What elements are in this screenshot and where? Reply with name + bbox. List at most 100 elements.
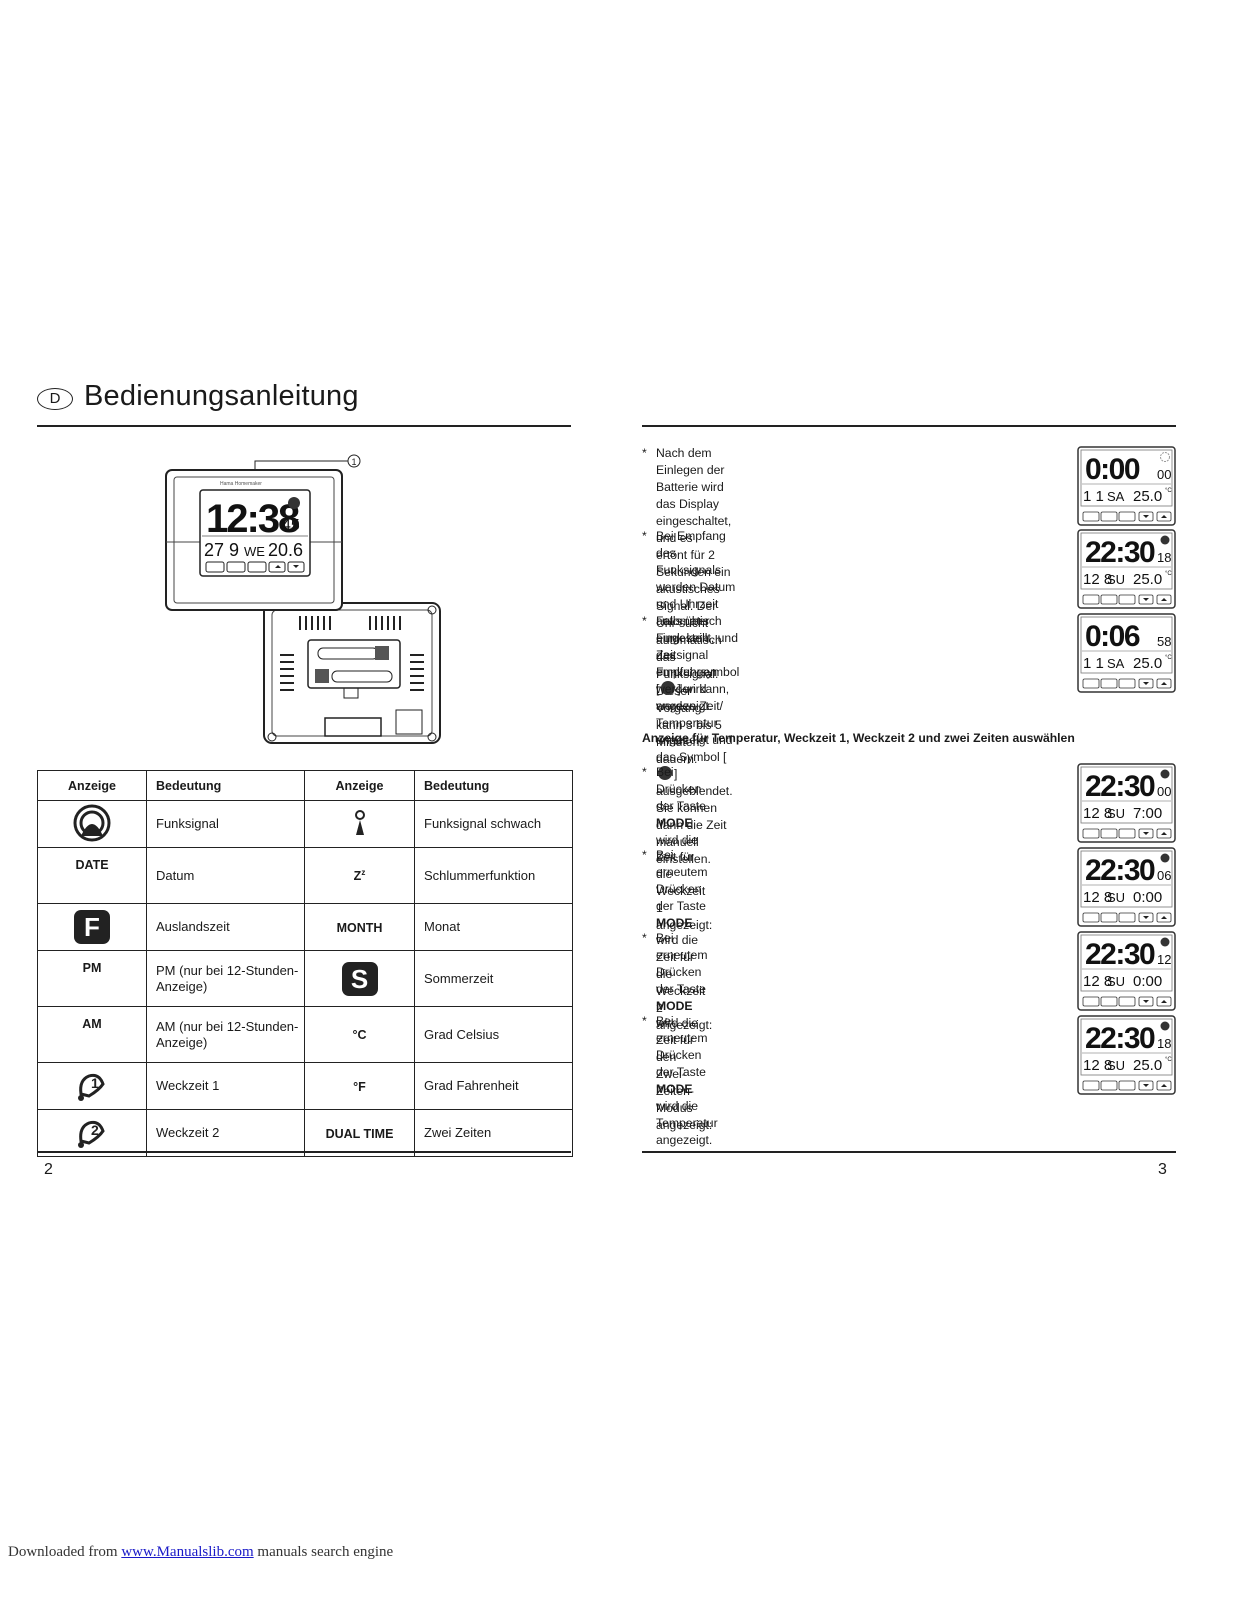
lcd-button: [1156, 1080, 1172, 1091]
lcd-time: 22:30: [1085, 770, 1155, 803]
meaning-cell: Funksignal schwach: [414, 800, 573, 848]
download-footer: Downloaded from www.Manualslib.com manua…: [8, 1544, 394, 1560]
radio-signal-icon: [1160, 937, 1170, 947]
meaning-cell: Zwei Zeiten: [414, 1109, 573, 1157]
lcd-value: 7:00: [1133, 805, 1162, 822]
radio-signal-icon: [1160, 1021, 1170, 1031]
meaning-cell: Sommerzeit: [414, 950, 573, 1007]
lcd-time: 22:30: [1085, 536, 1155, 569]
symbol-table: Anzeige Bedeutung Anzeige Bedeutung Funk…: [37, 770, 573, 1157]
meaning-cell: Auslandszeit: [146, 903, 305, 951]
lcd-weekday: SU: [1107, 974, 1125, 989]
lcd-unit: °C: [1165, 571, 1172, 577]
lcd-weekday: SU: [1107, 806, 1125, 821]
meaning-cell: AM (nur bei 12-Stunden-Anzeige): [146, 1006, 305, 1063]
lcd-unit: °C: [1165, 488, 1172, 494]
clock-illustration: Hama Homemaker 12:38 45 27 9 WE 20.6 1: [165, 454, 441, 744]
clock-front-view: Hama Homemaker 12:38 45 27 9 WE 20.6: [165, 469, 343, 611]
snooze-icon: Zz: [353, 867, 366, 884]
lcd-value: 0:00: [1133, 973, 1162, 990]
lcd-value: 25.0: [1133, 1057, 1162, 1074]
lcd-time: 22:30: [1085, 1022, 1155, 1055]
symbol-text: °F: [353, 1079, 366, 1094]
page-number: 2: [44, 1161, 53, 1178]
lcd-date: 1 1: [1083, 655, 1104, 672]
svg-text:1: 1: [91, 1075, 99, 1091]
meaning-cell: Grad Celsius: [414, 1006, 573, 1063]
lcd-button: [1118, 996, 1136, 1007]
lcd-button: [1082, 594, 1100, 605]
foreign-time-icon: F: [74, 910, 110, 944]
page-title: Bedienungsanleitung: [84, 380, 359, 412]
clock-seconds: 45: [282, 517, 300, 534]
lcd-time: 0:00: [1085, 453, 1140, 486]
clock-time: 12:38: [206, 497, 300, 541]
meaning-cell: Schlummerfunktion: [414, 847, 573, 904]
lcd-date: 12 8: [1083, 1057, 1112, 1074]
lcd-button: [1138, 912, 1154, 923]
lcd-button: [1082, 511, 1100, 522]
table-row: 1 Weckzeit 1 °F Grad Fahrenheit: [37, 1062, 573, 1110]
meaning-cell: Weckzeit 1: [146, 1062, 305, 1110]
divider: [37, 425, 571, 427]
table-row: DATE Datum Zz Schlummerfunktion: [37, 847, 573, 904]
clock-back-view: [263, 602, 441, 744]
lcd-button: [1100, 996, 1118, 1007]
lcd-date: 12 8: [1083, 805, 1112, 822]
lcd-value: 0:00: [1133, 889, 1162, 906]
lcd-weekday: SA: [1107, 656, 1125, 671]
table-row: AM AM (nur bei 12-Stunden-Anzeige) °C Gr…: [37, 1006, 573, 1063]
lcd-time: 22:30: [1085, 854, 1155, 887]
lcd-unit: °C: [1165, 655, 1172, 661]
lcd-button: [1118, 678, 1136, 689]
lcd-button: [1100, 912, 1118, 923]
symbol-text: °C: [352, 1028, 367, 1042]
radio-signal-icon: [1160, 769, 1170, 779]
lcd-value: 25.0: [1133, 655, 1162, 672]
lcd-time: 0:06: [1085, 620, 1140, 653]
lcd-unit: °C: [1165, 1057, 1172, 1063]
radio-signal-icon: [1160, 853, 1170, 863]
lcd-weekday: SA: [1107, 489, 1125, 504]
symbol-text: AM: [82, 1017, 102, 1031]
radio-signal-icon: [661, 681, 676, 695]
lcd-button: [1118, 511, 1136, 522]
symbol-text: DATE: [75, 858, 109, 872]
table-row: F Auslandszeit MONTH Monat: [37, 903, 573, 951]
lcd-button: [1138, 678, 1154, 689]
lcd-button: [1118, 912, 1136, 923]
clock-temperature: 20.6: [268, 540, 303, 560]
meaning-cell: Grad Fahrenheit: [414, 1062, 573, 1110]
lcd-button: [1100, 828, 1118, 839]
lcd-button: [1138, 594, 1154, 605]
column-header: Bedeutung: [414, 770, 573, 801]
lcd-time: 22:30: [1085, 938, 1155, 971]
lcd-button: [1156, 996, 1172, 1007]
lcd-button: [1156, 511, 1172, 522]
lcd-seconds: 18: [1157, 1036, 1171, 1051]
column-header: Anzeige: [304, 770, 415, 801]
radio-signal-icon: [1160, 535, 1170, 545]
lcd-seconds: 12: [1157, 952, 1171, 967]
lcd-button: [1100, 678, 1118, 689]
lcd-seconds: 06: [1157, 868, 1171, 883]
meaning-cell: Monat: [414, 903, 573, 951]
manualslib-link[interactable]: www.Manualslib.com: [121, 1544, 254, 1560]
table-row: Funksignal Funksignal schwach: [37, 800, 573, 848]
radio-signal-icon: [73, 804, 111, 841]
lcd-button: [1138, 828, 1154, 839]
lcd-button: [1082, 1080, 1100, 1091]
lcd-date: 12 8: [1083, 571, 1112, 588]
lcd-button: [1156, 678, 1172, 689]
